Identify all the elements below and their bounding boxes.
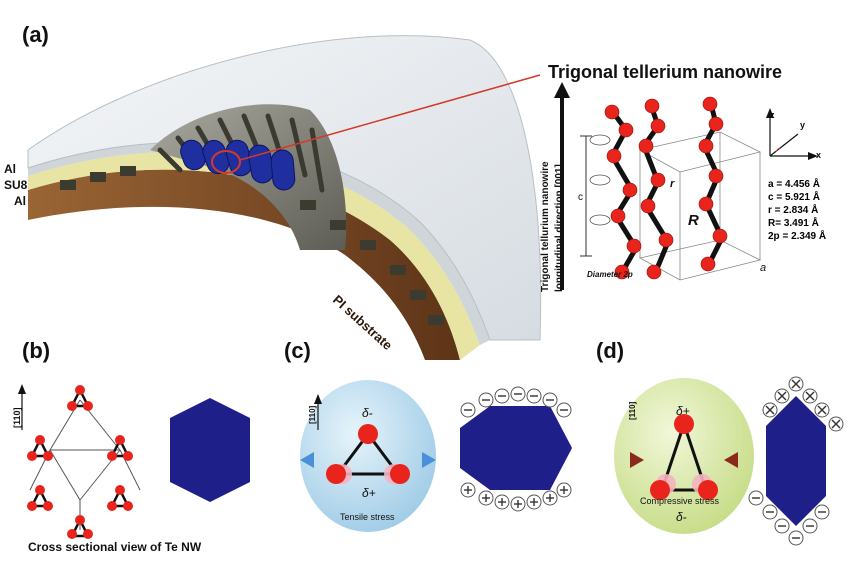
- panel-b-direction: [110]: [12, 407, 22, 428]
- axis-x-label: x: [816, 150, 822, 160]
- tensile-circle: [300, 380, 436, 532]
- axis-z-label: z: [770, 110, 775, 120]
- panel-d-top-charge: δ+: [676, 404, 690, 418]
- cross-section-triangles: [29, 387, 131, 538]
- constant-a: a = 4.456 Å: [768, 179, 820, 190]
- constant-2p: 2p = 2.349 Å: [768, 231, 827, 242]
- axis-text-line2: longitudinal direction [001]: [554, 164, 565, 292]
- bottom-pads: [60, 166, 444, 325]
- constant-r: r = 2.834 Å: [768, 205, 819, 216]
- bottom-al-layer: [28, 142, 490, 345]
- axis-text-line1: Trigonal tellurium nanowire: [540, 161, 551, 292]
- su8-layer: [28, 151, 480, 360]
- panel-c-tensile-diagram: [300, 380, 572, 532]
- pi-substrate: [28, 169, 460, 360]
- R-label: R: [688, 212, 699, 229]
- lattice-constants: a = 4.456 Å c = 5.921 Å r = 2.834 Å R= 3…: [768, 178, 826, 243]
- structure-title: Trigonal tellerium nanowire: [548, 62, 783, 82]
- layer-label-al-bottom: Al: [14, 194, 26, 208]
- zoom-circle: [211, 150, 241, 174]
- trigonal-structure-diagram: [554, 82, 818, 290]
- panel-c-label: (c): [284, 338, 311, 363]
- panel-d-label: (d): [596, 338, 625, 363]
- nanowire-hexagon-b: [170, 398, 250, 502]
- zoom-leader-line: [239, 74, 541, 161]
- layer-label-al-top: Al: [4, 162, 16, 176]
- tensile-triangle: [335, 431, 401, 476]
- r-label: r: [670, 178, 675, 190]
- panel-c-stress-label: Tensile stress: [340, 512, 395, 522]
- compressive-circle: [614, 378, 754, 534]
- constant-R: R= 3.491 Å: [768, 218, 819, 229]
- arrow-in-right: [724, 452, 738, 468]
- panel-b-cross-section: [18, 384, 250, 539]
- constant-c: c = 5.921 Å: [768, 192, 820, 203]
- panel-d-compressive-diagram: [614, 376, 844, 546]
- panel-c-bottom-charge: δ+: [362, 486, 376, 500]
- panel-c-direction: [110]: [308, 405, 317, 424]
- arrow-in-left: [630, 452, 644, 468]
- panel-d-stress-label: Compressive stress: [640, 496, 720, 506]
- arrow-left: [300, 452, 314, 468]
- panel-b-caption: Cross sectional view of Te NW: [28, 540, 202, 554]
- c-label: c: [578, 192, 583, 203]
- nanowire-hexagon-c: [460, 406, 572, 490]
- diameter-label: Diameter 2p: [587, 270, 633, 279]
- nanowire-hexagon-d: [766, 396, 826, 526]
- compressive-triangle: [659, 419, 709, 492]
- panel-d-direction: [110]: [628, 401, 637, 420]
- panel-a-label: (a): [22, 22, 49, 47]
- axis-y-label: y: [800, 120, 806, 130]
- arrow-right: [422, 452, 436, 468]
- layer-label-su8: SU8: [4, 178, 28, 192]
- panel-d-bottom-charge: δ-: [676, 510, 687, 524]
- panel-c-top-charge: δ-: [362, 406, 373, 420]
- panel-b-label: (b): [22, 338, 51, 363]
- a-label: a: [760, 262, 767, 274]
